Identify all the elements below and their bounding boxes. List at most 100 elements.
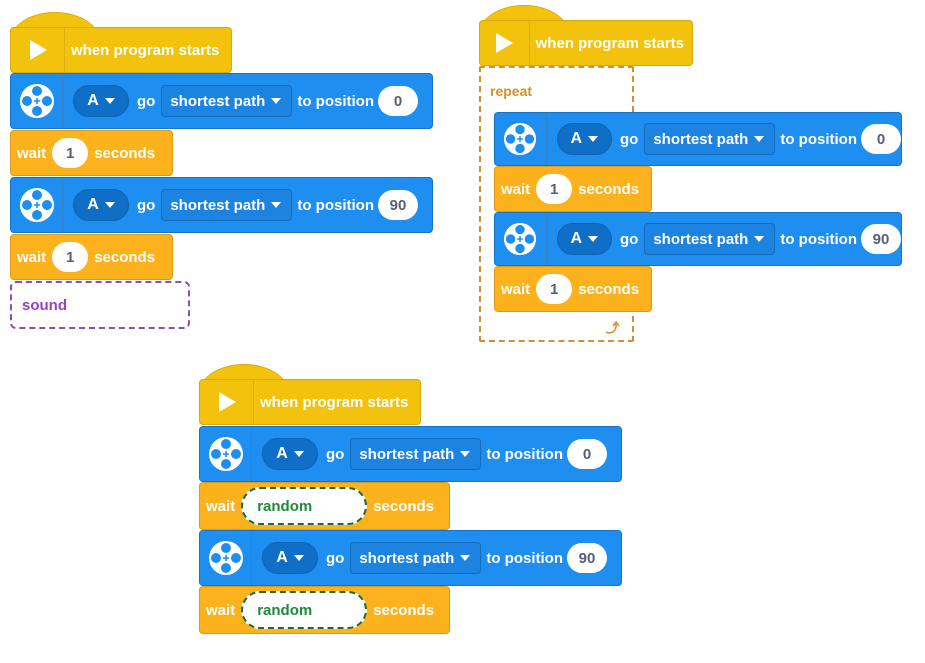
wait-seconds-block[interactable]: wait 1 seconds xyxy=(10,234,173,280)
direction-value: shortest path xyxy=(653,130,749,148)
random-reporter-slot[interactable]: random xyxy=(241,591,368,629)
direction-dropdown[interactable]: shortest path xyxy=(644,223,776,255)
port-value: A xyxy=(276,445,288,462)
direction-dropdown[interactable]: shortest path xyxy=(350,542,482,574)
port-value: A xyxy=(87,196,99,213)
to-position-label: to position xyxy=(486,549,563,567)
play-icon xyxy=(11,28,65,72)
direction-dropdown[interactable]: shortest path xyxy=(161,189,293,221)
loop-arrow-icon xyxy=(603,318,623,341)
repeat-label: repeat xyxy=(490,83,533,99)
seconds-label: seconds xyxy=(94,248,156,266)
motor-go-to-position-block[interactable]: A go shortest path to position 0 xyxy=(494,112,902,166)
chevron-down-icon xyxy=(588,236,599,242)
port-dropdown[interactable]: A xyxy=(262,438,318,470)
wait-seconds-block[interactable]: wait 1 seconds xyxy=(10,130,173,176)
port-dropdown[interactable]: A xyxy=(73,189,129,221)
direction-value: shortest path xyxy=(653,230,749,248)
chevron-down-icon xyxy=(293,451,304,457)
wait-label: wait xyxy=(206,601,236,619)
chevron-down-icon xyxy=(754,136,765,142)
wait-seconds-block[interactable]: wait 1 seconds xyxy=(494,266,652,312)
seconds-label: seconds xyxy=(578,180,640,198)
chevron-down-icon xyxy=(104,98,115,104)
position-input[interactable]: 90 xyxy=(378,190,418,220)
hat-label: when program starts xyxy=(71,41,220,59)
port-value: A xyxy=(276,549,288,566)
motor-icon xyxy=(200,531,252,585)
port-value: A xyxy=(87,92,99,109)
motor-icon xyxy=(11,178,63,232)
direction-dropdown[interactable]: shortest path xyxy=(161,85,293,117)
motor-icon xyxy=(200,427,252,481)
wait-label: wait xyxy=(501,180,531,198)
position-input[interactable]: 0 xyxy=(378,86,418,116)
port-dropdown[interactable]: A xyxy=(556,223,612,255)
port-dropdown[interactable]: A xyxy=(556,123,612,155)
direction-value: shortest path xyxy=(359,445,455,463)
go-label: go xyxy=(326,445,345,463)
sound-placeholder-slot[interactable]: sound xyxy=(10,281,190,329)
port-value: A xyxy=(570,130,583,147)
random-label: random xyxy=(257,497,313,515)
when-program-starts-block[interactable]: when program starts xyxy=(199,379,421,425)
port-dropdown[interactable]: A xyxy=(73,85,129,117)
wait-seconds-block[interactable]: wait random seconds xyxy=(199,482,450,530)
go-label: go xyxy=(620,230,639,248)
to-position-label: to position xyxy=(297,92,374,110)
direction-value: shortest path xyxy=(359,549,455,567)
wait-seconds-block[interactable]: wait 1 seconds xyxy=(494,166,652,212)
wait-label: wait xyxy=(17,144,47,162)
hat-label: when program starts xyxy=(260,393,409,411)
go-label: go xyxy=(137,92,156,110)
random-reporter-slot[interactable]: random xyxy=(241,487,368,525)
motor-go-to-position-block[interactable]: A go shortest path to position 90 xyxy=(494,212,902,266)
chevron-down-icon xyxy=(104,202,115,208)
sound-label: sound xyxy=(22,296,67,314)
hat-label: when program starts xyxy=(535,34,684,52)
random-label: random xyxy=(257,601,313,619)
chevron-down-icon xyxy=(588,136,599,142)
go-label: go xyxy=(620,130,639,148)
position-input[interactable]: 0 xyxy=(567,439,607,469)
go-label: go xyxy=(326,549,345,567)
direction-value: shortest path xyxy=(170,92,266,110)
seconds-label: seconds xyxy=(373,497,435,515)
position-input[interactable]: 90 xyxy=(861,224,901,254)
motor-icon xyxy=(11,74,63,128)
go-label: go xyxy=(137,196,156,214)
play-icon xyxy=(200,380,254,424)
to-position-label: to position xyxy=(486,445,563,463)
to-position-label: to position xyxy=(780,230,857,248)
wait-label: wait xyxy=(206,497,236,515)
seconds-label: seconds xyxy=(373,601,435,619)
position-input[interactable]: 0 xyxy=(861,124,901,154)
chevron-down-icon xyxy=(460,451,471,457)
wait-label: wait xyxy=(17,248,47,266)
port-value: A xyxy=(570,230,583,247)
to-position-label: to position xyxy=(297,196,374,214)
direction-dropdown[interactable]: shortest path xyxy=(350,438,482,470)
when-program-starts-block[interactable]: when program starts xyxy=(10,27,232,73)
seconds-input[interactable]: 1 xyxy=(536,274,573,304)
motor-go-to-position-block[interactable]: A go shortest path to position 0 xyxy=(10,73,433,129)
play-icon xyxy=(480,21,530,65)
motor-go-to-position-block[interactable]: A go shortest path to position 0 xyxy=(199,426,622,482)
chevron-down-icon xyxy=(754,236,765,242)
seconds-input[interactable]: 1 xyxy=(52,242,89,272)
wait-seconds-block[interactable]: wait random seconds xyxy=(199,586,450,634)
direction-dropdown[interactable]: shortest path xyxy=(644,123,776,155)
port-dropdown[interactable]: A xyxy=(262,542,318,574)
position-input[interactable]: 90 xyxy=(567,543,607,573)
motor-go-to-position-block[interactable]: A go shortest path to position 90 xyxy=(199,530,622,586)
seconds-input[interactable]: 1 xyxy=(536,174,573,204)
seconds-label: seconds xyxy=(94,144,156,162)
chevron-down-icon xyxy=(271,98,282,104)
when-program-starts-block[interactable]: when program starts xyxy=(479,20,693,66)
chevron-down-icon xyxy=(293,555,304,561)
seconds-input[interactable]: 1 xyxy=(52,138,89,168)
wait-label: wait xyxy=(501,280,531,298)
chevron-down-icon xyxy=(460,555,471,561)
motor-go-to-position-block[interactable]: A go shortest path to position 90 xyxy=(10,177,433,233)
chevron-down-icon xyxy=(271,202,282,208)
